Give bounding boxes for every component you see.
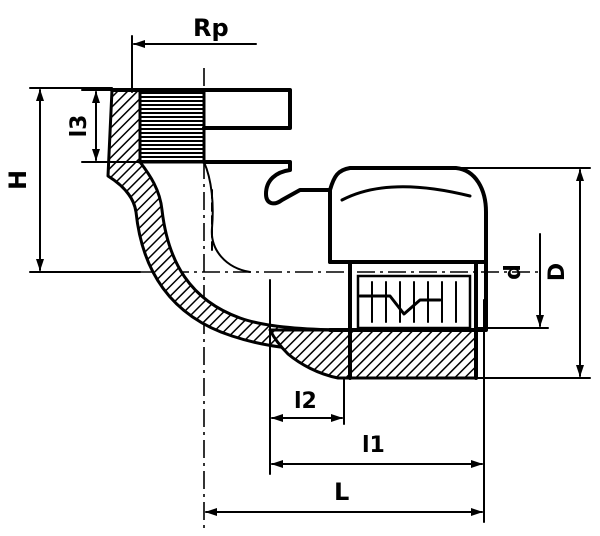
d-large-label: D <box>545 263 570 281</box>
dimension-l1: l1 <box>271 299 485 523</box>
dimension-h: H <box>4 87 141 273</box>
l3-label: l3 <box>67 115 92 138</box>
rp-label: Rp <box>193 14 229 42</box>
clamp-ring <box>356 274 472 330</box>
compression-nut <box>328 166 488 380</box>
dimension-rp: Rp <box>131 14 257 93</box>
outlet-wall-section <box>268 328 478 380</box>
l1-label: l1 <box>362 433 385 458</box>
socket-shoulder <box>202 160 332 206</box>
elbow-body <box>106 88 478 380</box>
dimension-l3: l3 <box>67 89 141 163</box>
dimension-l2: l2 <box>269 279 345 475</box>
l-total-label: L <box>334 478 349 506</box>
socket-outline <box>110 88 292 130</box>
bore-curve <box>203 161 251 273</box>
dimension-d-large: D <box>455 167 591 379</box>
internal-thread <box>138 88 206 164</box>
dimension-d-small: d <box>475 233 549 329</box>
h-label: H <box>4 170 32 190</box>
l2-label: l2 <box>294 389 317 414</box>
d-small-label: d <box>501 264 526 280</box>
dimension-l-total: L <box>205 478 483 516</box>
